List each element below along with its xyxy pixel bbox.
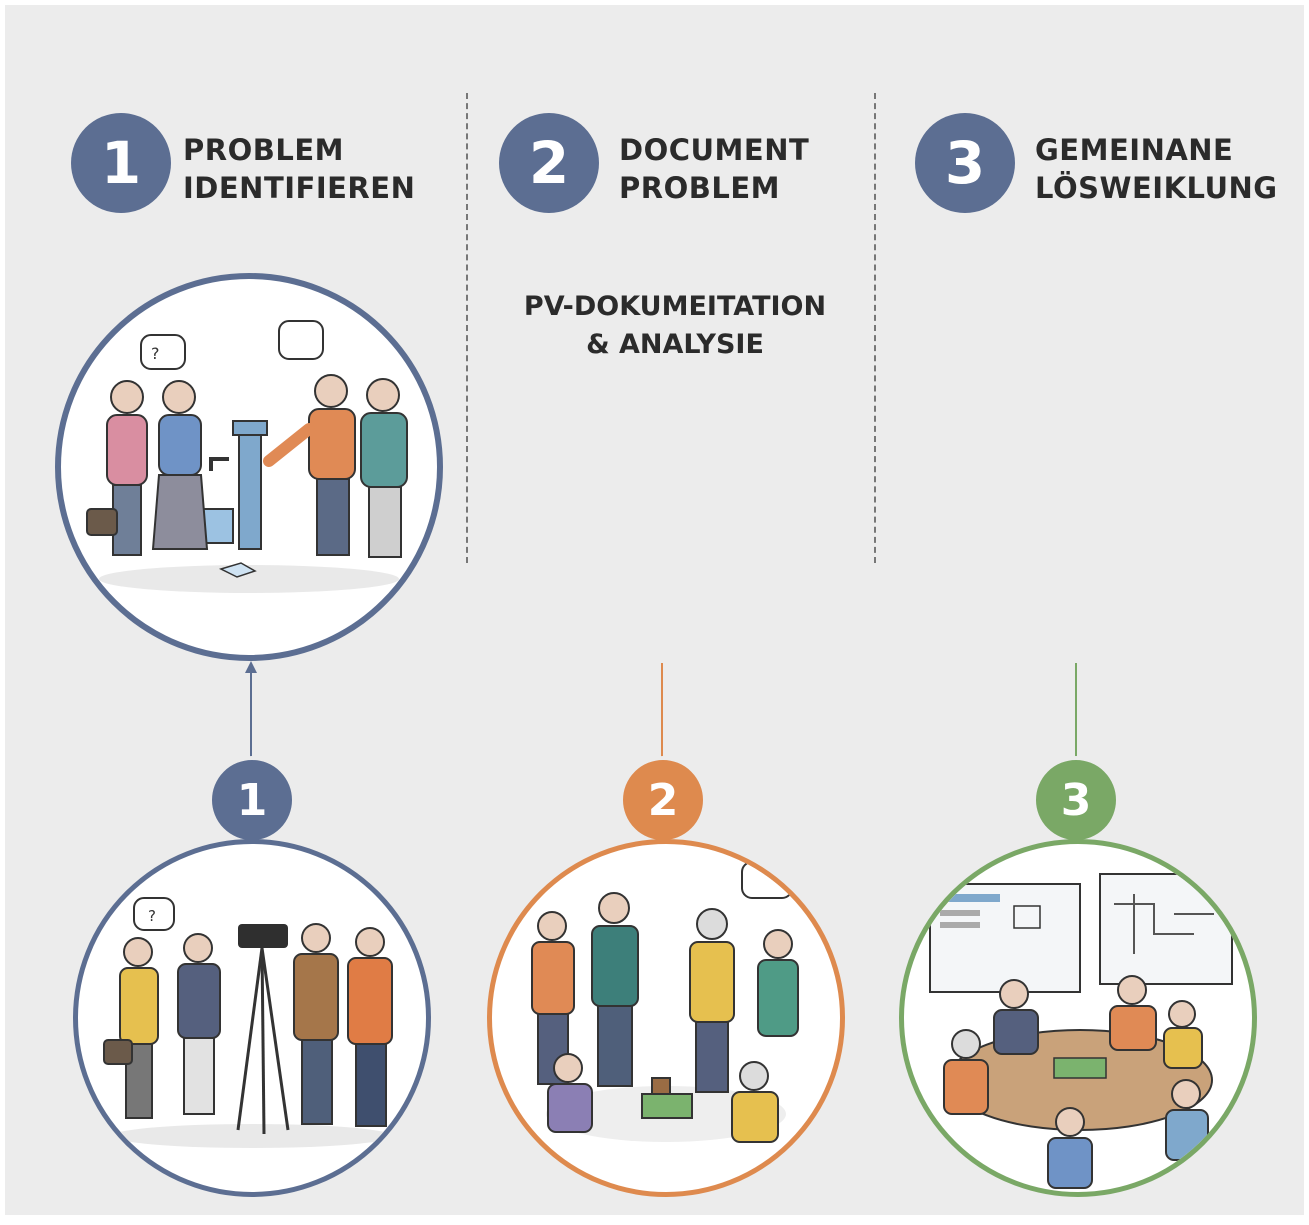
step-3-badge: 3 (915, 113, 1015, 213)
timeline-node-1: 1 (208, 756, 296, 844)
step-3-title-line2: LÖSWEIKLUNG (1035, 171, 1278, 205)
step-1-title-line2: IDENTIFIEREN (183, 171, 416, 205)
step-2-subtitle: PV-DOKUMEITATION & ANALYSIE (495, 288, 855, 364)
illustration-workshop-table (899, 839, 1257, 1197)
step-3-title: GEMEINANE LÖSWEIKLUNG (1035, 131, 1278, 207)
step-1-title: PROBLEM IDENTIFIEREN (183, 131, 415, 207)
step-2-title: DOCUMENT PROBLEM (619, 131, 809, 207)
illustration-camera-interview: ? (73, 839, 431, 1197)
step-3-title-line1: GEMEINANE (1035, 133, 1234, 167)
timeline-node-3: 3 (1032, 756, 1120, 844)
step-2-subtitle-line1: PV-DOKUMEITATION (523, 291, 827, 322)
step-2-title-line2: PROBLEM (619, 171, 780, 205)
svg-text:?: ? (151, 344, 160, 363)
illustration-documentation-group (487, 839, 845, 1197)
step-2-title-line1: DOCUMENT (619, 133, 810, 167)
step-1-badge: 1 (71, 113, 171, 213)
divider-1 (466, 93, 468, 563)
svg-text:?: ? (148, 907, 156, 925)
arrow-up-head (245, 661, 257, 673)
divider-2 (874, 93, 876, 563)
timeline-node-2: 2 (619, 756, 707, 844)
process-diagram: 1 PROBLEM IDENTIFIEREN 2 DOCUMENT PROBLE… (5, 5, 1304, 1215)
illustration-broken-pump: ? (55, 273, 443, 661)
step-1-title-line1: PROBLEM (183, 133, 344, 167)
step-2-badge: 2 (499, 113, 599, 213)
step-2-subtitle-line2: & ANALYSIE (586, 329, 764, 360)
